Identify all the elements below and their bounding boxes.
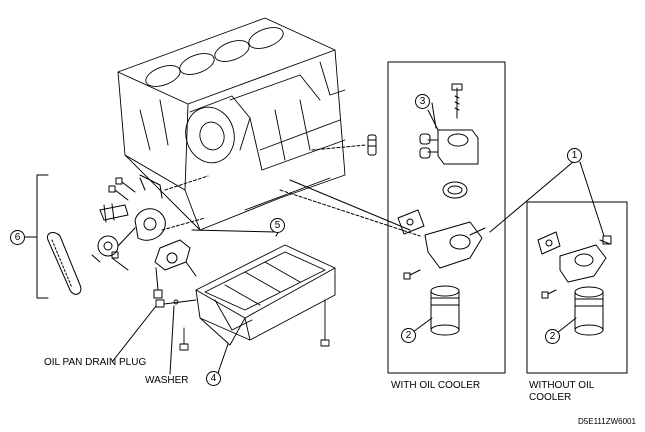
callout-6: 6 <box>10 230 25 245</box>
without-cooler-parts <box>537 161 612 336</box>
callout-5: 5 <box>270 218 285 233</box>
with-oil-cooler-panel <box>387 61 506 374</box>
oil-pump-assembly <box>36 174 209 299</box>
callout-1: 1 <box>567 148 582 163</box>
callout-2-without-cooler: 2 <box>545 329 560 344</box>
figure-code: D5E111ZW6001 <box>578 417 636 426</box>
oil-strainer <box>153 229 277 299</box>
engine-block <box>117 17 346 231</box>
without-oil-cooler-panel <box>526 201 628 374</box>
callout-2-with-cooler: 2 <box>401 328 416 343</box>
oil-pan <box>155 244 336 351</box>
with-oil-cooler-caption: WITH OIL COOLER <box>391 380 481 391</box>
washer-label: WASHER <box>145 375 189 386</box>
callout-4: 4 <box>206 371 221 386</box>
without-oil-cooler-caption-line2: COOLER <box>529 392 572 403</box>
callout-3: 3 <box>415 94 430 109</box>
without-oil-cooler-caption-line1: WITHOUT OIL <box>529 380 595 391</box>
oil-pressure-sensor <box>311 134 377 156</box>
oil-pan-drain-plug-label: OIL PAN DRAIN PLUG <box>44 357 147 368</box>
with-cooler-parts <box>397 83 574 336</box>
